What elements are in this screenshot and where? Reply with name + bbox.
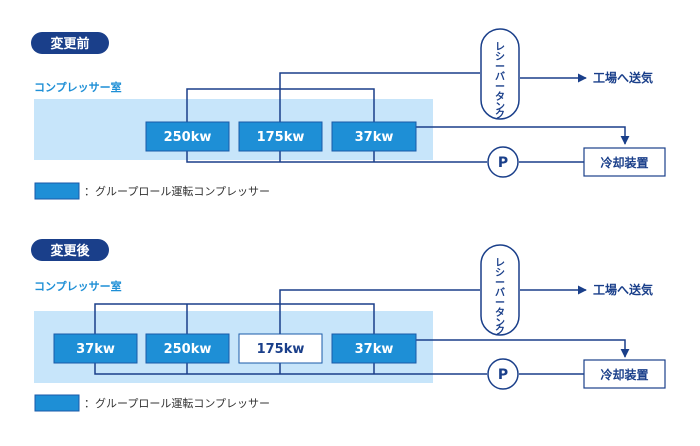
after-room-label: コンプレッサー室 bbox=[34, 279, 122, 293]
tank-char: ー bbox=[495, 82, 505, 93]
before-pump: P bbox=[487, 146, 519, 178]
tank-char: ク bbox=[495, 325, 505, 337]
tank-char: ク bbox=[495, 109, 505, 121]
before-pipes bbox=[186, 72, 630, 163]
before-compressor-label: 250kw bbox=[164, 130, 212, 145]
before-destination: 工場へ送気 bbox=[593, 70, 653, 85]
before-section: 変更前 コンプレッサー室 250kw 175kw 37kw bbox=[31, 28, 666, 200]
tank-char: タ bbox=[495, 91, 505, 103]
svg-text:P: P bbox=[498, 155, 508, 171]
tank-char: レ bbox=[495, 258, 505, 269]
after-pipes bbox=[94, 285, 630, 375]
tank-char: ン bbox=[495, 102, 505, 113]
before-compressor-box bbox=[331, 121, 417, 152]
after-compressors: 37kw 250kw 175kw 37kw bbox=[53, 333, 417, 364]
after-cooler: 冷却装置 bbox=[583, 359, 666, 389]
legend-swatch bbox=[34, 394, 80, 412]
after-badge bbox=[31, 239, 109, 261]
tank-char: ン bbox=[495, 318, 505, 329]
after-compressor-label: 37kw bbox=[76, 342, 115, 357]
before-badge bbox=[31, 32, 109, 54]
tank-char: バ bbox=[495, 71, 505, 83]
svg-text:冷却装置: 冷却装置 bbox=[600, 155, 648, 170]
before-compressor-box bbox=[145, 121, 230, 152]
before-compressor-label: 175kw bbox=[257, 130, 305, 145]
tank-char: ー bbox=[495, 298, 505, 309]
after-receiver-tank: レ シ ー バ ー タ ン ク bbox=[480, 244, 520, 337]
before-legend: ：グループロール運転コンプレッサー bbox=[34, 182, 270, 200]
after-compressor-label: 250kw bbox=[164, 342, 212, 357]
tank-char: シ bbox=[495, 51, 505, 63]
svg-text:P: P bbox=[498, 367, 508, 383]
before-compressors: 250kw 175kw 37kw bbox=[145, 121, 417, 152]
after-destination: 工場へ送気 bbox=[593, 282, 653, 297]
tank-char: シ bbox=[495, 267, 505, 279]
before-cooler: 冷却装置 bbox=[583, 147, 666, 177]
legend-swatch bbox=[34, 182, 80, 200]
before-receiver-tank: レ シ ー バ ー タ ン ク bbox=[480, 28, 520, 121]
after-compressor-box bbox=[145, 333, 230, 364]
tank-char: バ bbox=[495, 287, 505, 299]
legend-text: ：グループロール運転コンプレッサー bbox=[84, 396, 270, 410]
before-compressor-label: 37kw bbox=[355, 130, 394, 145]
before-compressor-box bbox=[238, 121, 323, 152]
tank-char: タ bbox=[495, 307, 505, 319]
after-compressor-box-inactive bbox=[238, 333, 323, 364]
tank-char: レ bbox=[495, 42, 505, 53]
after-legend: ：グループロール運転コンプレッサー bbox=[34, 394, 270, 412]
tank-char: ー bbox=[495, 62, 505, 73]
after-compressor-label: 175kw bbox=[257, 342, 305, 357]
before-room-label: コンプレッサー室 bbox=[34, 80, 122, 94]
after-pump: P bbox=[487, 358, 519, 390]
after-badge-text: 変更後 bbox=[50, 243, 90, 259]
legend-text: ：グループロール運転コンプレッサー bbox=[84, 184, 270, 198]
before-badge-text: 変更前 bbox=[50, 36, 89, 52]
svg-text:冷却装置: 冷却装置 bbox=[600, 367, 648, 382]
after-compressor-box bbox=[331, 333, 417, 364]
tank-char: ー bbox=[495, 278, 505, 289]
after-compressor-label: 37kw bbox=[355, 342, 394, 357]
after-compressor-box bbox=[53, 333, 138, 364]
after-section: 変更後 コンプレッサー室 37kw 250kw 175kw 37kw bbox=[31, 239, 666, 412]
